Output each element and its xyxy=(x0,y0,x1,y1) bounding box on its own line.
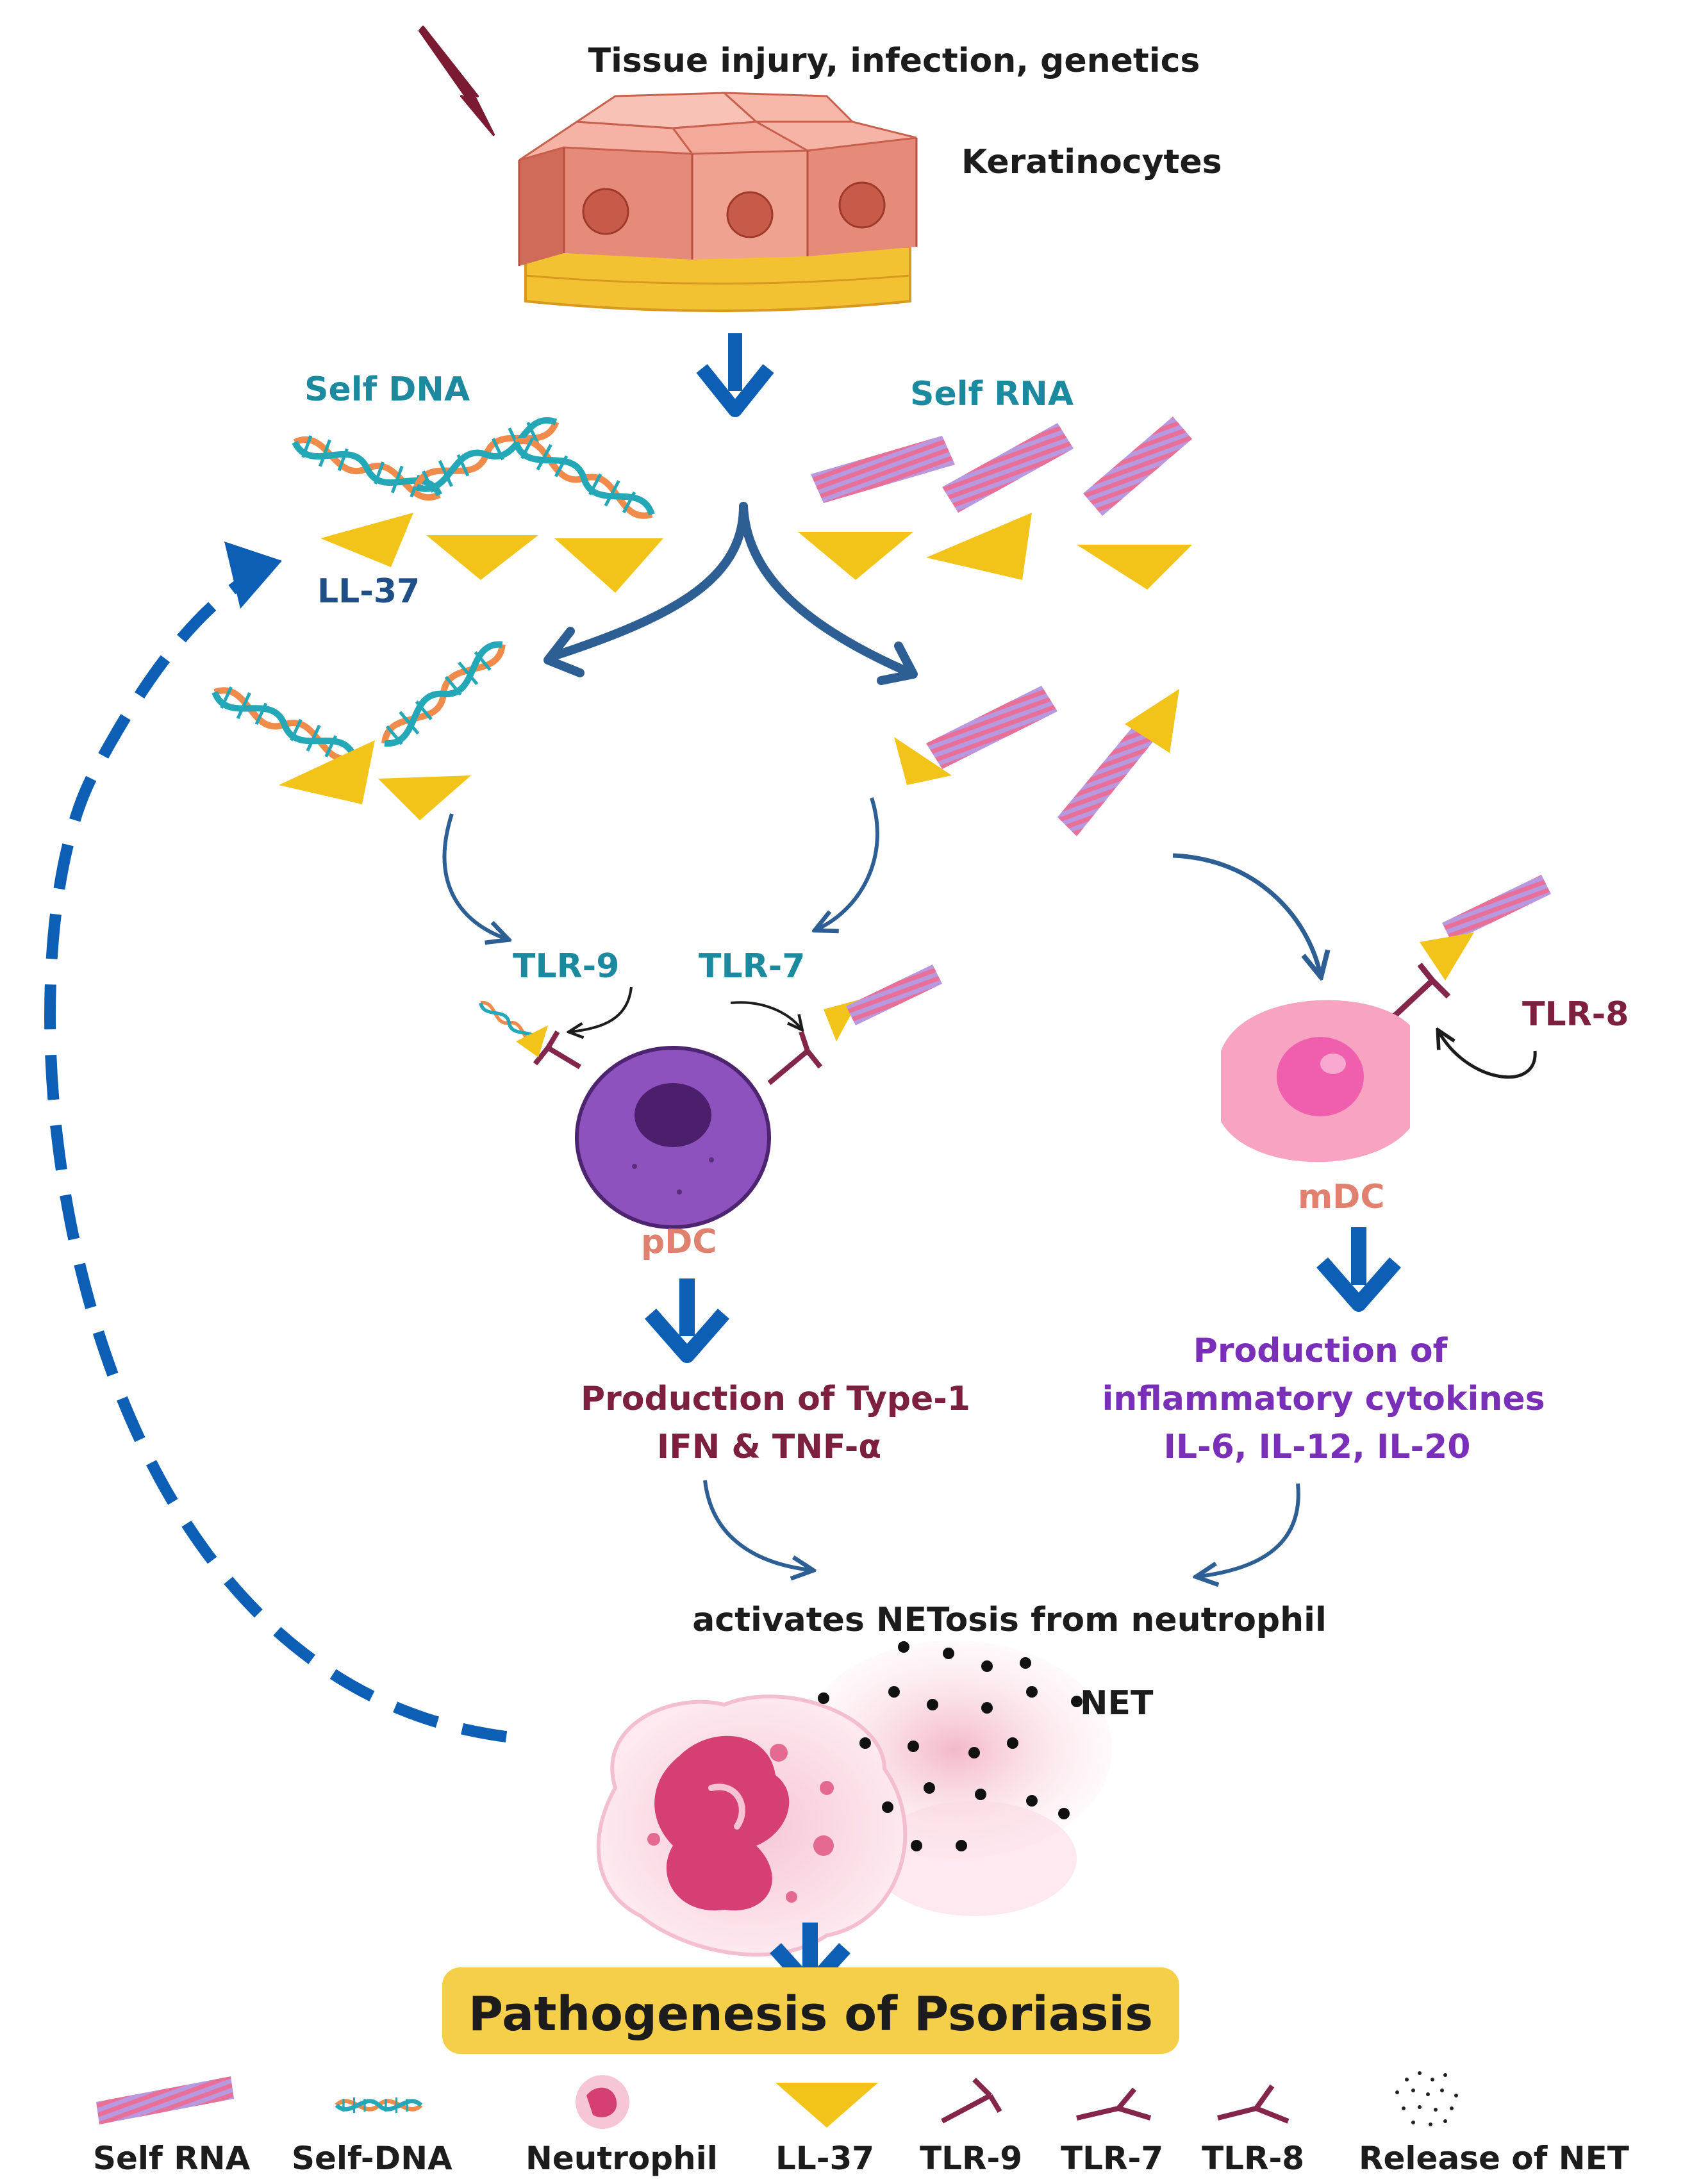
pdc-label: pDC xyxy=(641,1223,717,1261)
ll37-triangle-icon xyxy=(1125,689,1179,753)
down-arrow-icon xyxy=(1316,1227,1402,1312)
legend-label-neutrophil: Neutrophil xyxy=(526,2140,718,2177)
feedback-dashed-arrow xyxy=(44,561,508,1742)
keratinocytes-label: Keratinocytes xyxy=(961,143,1222,181)
legend-label-tlr9: TLR-9 xyxy=(920,2140,1022,2177)
rna-strand-icon xyxy=(1083,417,1192,516)
legend-label-release-of-net: Release of NET xyxy=(1359,2140,1629,2177)
pdc-output-line-2: IFN & TNF-α xyxy=(657,1428,881,1466)
dna-helix-icon xyxy=(381,641,506,747)
feedback-arrowhead-icon xyxy=(224,542,282,609)
small-arrow xyxy=(570,986,633,1032)
curved-arrow xyxy=(1172,853,1320,974)
curved-arrow xyxy=(703,1480,811,1570)
rna-strand-icon xyxy=(942,423,1074,513)
dna-helix-icon xyxy=(212,686,358,762)
dna-helix-icon xyxy=(413,417,560,493)
rna-strand-icon xyxy=(846,964,942,1025)
rna-strand-icon xyxy=(811,436,955,503)
title-banner xyxy=(442,1967,1179,2054)
down-arrow-icon xyxy=(696,333,774,417)
neutrophil-cell xyxy=(596,1694,908,1957)
ll37-triangle-icon xyxy=(894,737,952,785)
trigger-label: Tissue injury, infection, genetics xyxy=(588,42,1200,80)
legend-tlr8-icon xyxy=(1217,2084,1290,2124)
down-arrow-icon xyxy=(644,1278,730,1363)
curved-arrow xyxy=(442,813,506,939)
tlr7-receptor-icon xyxy=(767,1030,823,1086)
net-label: NET xyxy=(1080,1684,1154,1723)
legend-net-release-icon xyxy=(1395,2071,1458,2126)
ll37-triangle-icon xyxy=(320,513,413,567)
tlr9-receptor-icon xyxy=(533,1030,582,1070)
title: Pathogenesis of Psoriasis xyxy=(469,1987,1153,2042)
curved-arrow xyxy=(817,797,879,929)
legend-label-self-rna: Self RNA xyxy=(93,2140,251,2177)
small-arrow xyxy=(1439,1032,1537,1079)
tlr9-label: TLR-9 xyxy=(513,947,619,986)
ll37-triangle-icon xyxy=(279,740,375,804)
dna-helix-icon xyxy=(513,437,655,519)
keratinocyte-layer-icon xyxy=(518,92,918,312)
lightning-icon xyxy=(419,26,495,136)
legend-self-rna-icon xyxy=(96,2076,234,2124)
legend: Self RNA Self-DNA Neutrophil LL-37 TLR-9… xyxy=(93,2071,1629,2177)
dna-helix-icon xyxy=(292,435,443,501)
mdc-output-line-3: IL-6, IL-12, IL-20 xyxy=(1164,1428,1471,1466)
small-arrow xyxy=(730,1001,801,1029)
mdc-output-line-2: inflammatory cytokines xyxy=(1102,1380,1545,1418)
rna-strand-icon xyxy=(1442,875,1551,942)
legend-tlr7-icon xyxy=(1076,2087,1152,2121)
ll37-triangle-icon xyxy=(1420,932,1474,980)
tlr7-label: TLR-7 xyxy=(699,947,805,986)
ll37-triangle-icon xyxy=(426,535,538,580)
pdc-cell xyxy=(575,1046,771,1229)
ll37-triangle-icon xyxy=(926,513,1032,580)
ll37-triangle-icon xyxy=(554,538,663,593)
net-particles xyxy=(818,1641,1082,1851)
netosis-label: activates NETosis from neutrophil xyxy=(692,1601,1327,1639)
ll37-triangle-icon xyxy=(378,775,471,820)
legend-label-tlr7: TLR-7 xyxy=(1061,2140,1163,2177)
rna-strand-icon xyxy=(926,686,1058,769)
rna-strand-icon xyxy=(1058,721,1157,836)
tlr8-label: TLR-8 xyxy=(1522,995,1629,1034)
ll37-triangle-icon xyxy=(1077,545,1192,590)
self-rna-label: Self RNA xyxy=(910,375,1074,413)
legend-label-self-dna: Self-DNA xyxy=(292,2140,452,2177)
legend-ll37-icon xyxy=(776,2083,878,2128)
mdc-cell xyxy=(1221,1000,1410,1162)
legend-tlr9-icon xyxy=(941,2078,1002,2124)
curved-arrow xyxy=(1198,1483,1300,1576)
legend-label-tlr8: TLR-8 xyxy=(1202,2140,1304,2177)
legend-self-dna-icon xyxy=(335,2097,423,2114)
mdc-output-line-1: Production of xyxy=(1193,1332,1448,1370)
legend-label-ll37: LL-37 xyxy=(776,2140,874,2177)
ll37-triangle-icon xyxy=(516,1025,548,1057)
split-arrow-icon xyxy=(543,502,918,685)
ll37-triangle-icon xyxy=(798,532,913,580)
legend-neutrophil-icon xyxy=(576,2075,629,2129)
mdc-label: mDC xyxy=(1298,1178,1385,1216)
pdc-output-line-1: Production of Type-1 xyxy=(581,1380,970,1418)
self-dna-label: Self DNA xyxy=(304,370,470,409)
ll37-label: LL-37 xyxy=(317,572,420,611)
